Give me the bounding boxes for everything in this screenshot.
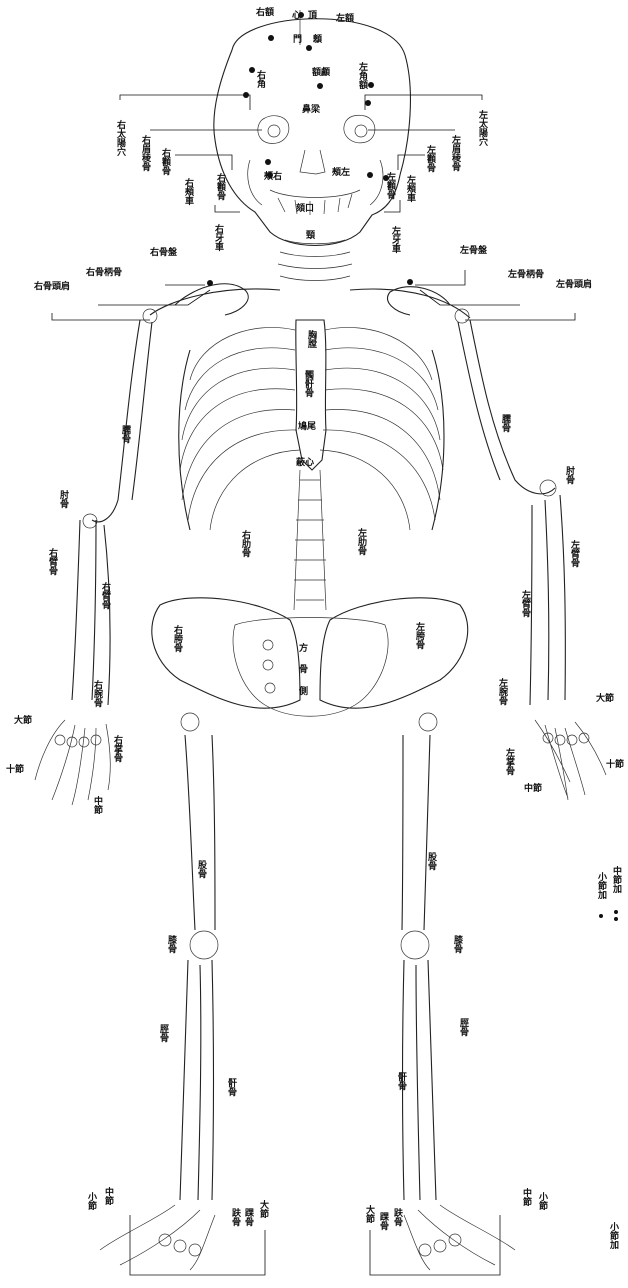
label-zuo-ke-gu: 左胯骨 bbox=[414, 622, 424, 649]
label-zuo-nao: 臑骨 bbox=[500, 414, 510, 432]
label-zuo-zhong-z: 中節 bbox=[521, 1188, 531, 1206]
label-you-da-zu: 大節 bbox=[258, 1200, 268, 1218]
label-bi-xin: 蔽心 bbox=[296, 458, 314, 468]
label-xin-men2: 顖 bbox=[311, 34, 321, 43]
label-you-zhong-z: 中節 bbox=[103, 1187, 113, 1205]
label-gu: 骨 bbox=[297, 664, 307, 673]
label-xi-zuo: 膝骨 bbox=[452, 935, 462, 953]
label-zuo-jiao: 左角額 bbox=[357, 62, 367, 89]
label-you-zhang: 右掌骨 bbox=[112, 735, 122, 762]
label-you-quan2: 右顴骨 bbox=[215, 173, 225, 200]
label-zuo-mei-leng: 左眉稜骨 bbox=[450, 135, 460, 171]
label-jing-you: 脛骨 bbox=[158, 1024, 168, 1042]
label-zuo-quan: 左顴骨 bbox=[425, 145, 435, 172]
label-fang: 方 bbox=[297, 643, 307, 652]
label-you-wan-gu: 踝骨 bbox=[243, 1208, 253, 1226]
label-zuo-da-zu: 大節 bbox=[364, 1205, 374, 1223]
label-xin: 心 bbox=[290, 10, 300, 19]
label-zuo-xiao-z: 小節 bbox=[537, 1192, 547, 1210]
label-zuo-shi: 十節 bbox=[606, 760, 626, 770]
label-you-fu: 趺骨 bbox=[230, 1208, 240, 1226]
label-xiao-jie-jia: 小節加 bbox=[596, 872, 606, 899]
label-you-quan: 右顴骨 bbox=[160, 148, 170, 175]
label-gu-gu-you: 股骨 bbox=[196, 860, 206, 878]
label-e-lu: 額顱 bbox=[312, 68, 330, 78]
label-ding: 頂 bbox=[306, 10, 316, 19]
label-zuo-gu-kou: 左骨盤 bbox=[460, 246, 490, 256]
label-zuo-huai: 踝骨 bbox=[378, 1212, 388, 1230]
label-you-e: 右額 bbox=[256, 8, 274, 18]
label-xiong-tang: 胸膛 bbox=[306, 330, 316, 348]
label-ce: 側 bbox=[297, 686, 307, 695]
label-bi-liang: 鼻梁 bbox=[302, 105, 320, 115]
label-ke: 頦口 bbox=[296, 204, 314, 214]
label-you-zhong: 中節 bbox=[92, 796, 102, 814]
label-zuo-zhong: 中節 bbox=[524, 784, 544, 794]
label-far-xiao: 小節加 bbox=[608, 1222, 618, 1249]
label-xi-you: 膝骨 bbox=[166, 935, 176, 953]
label-you-xiao: 小節 bbox=[86, 1192, 96, 1210]
label-jia-you: 頰右 bbox=[264, 172, 282, 182]
label-jie-gu: 髑骬骨 bbox=[303, 370, 313, 397]
label-you-bi2: 右臂骨 bbox=[100, 582, 110, 609]
label-zuo-da-jie: 大節 bbox=[596, 694, 616, 704]
label-jing: 頸 bbox=[304, 230, 314, 239]
label-you-jia-che: 右頰車 bbox=[183, 178, 193, 205]
label-hang-you: 骭骨 bbox=[226, 1078, 236, 1096]
label-zhong-jie-jia: 中節加 bbox=[611, 866, 621, 893]
label-you-lei: 右肋骨 bbox=[240, 530, 250, 557]
label-gu-gu-zuo: 股骨 bbox=[426, 852, 436, 870]
label-you-bing: 右骨柄骨 bbox=[86, 268, 130, 278]
label-hang-zuo: 骭骨 bbox=[396, 1072, 406, 1090]
label-zuo-tai-yang: 左太陽穴 bbox=[477, 110, 487, 146]
label-you-wan: 右腕骨 bbox=[92, 680, 102, 707]
label-zuo-quan2: 左顴骨 bbox=[385, 172, 395, 199]
label-you-nao: 臑骨 bbox=[120, 425, 130, 443]
label-you-shi: 十節 bbox=[6, 765, 26, 775]
label-you-ya-che: 右牙車 bbox=[213, 224, 223, 251]
label-you-mei-leng: 右眉稜骨 bbox=[140, 135, 150, 171]
label-jing-zuo: 脛骨 bbox=[458, 1018, 468, 1036]
label-zuo-jian: 左骨頭肩 bbox=[556, 280, 602, 290]
label-zuo-zhang: 左掌骨 bbox=[504, 748, 514, 775]
label-you-gu-kou: 右骨盤 bbox=[150, 248, 180, 258]
label-zuo-bi: 左臂骨 bbox=[569, 540, 579, 567]
label-zuo-fu: 趺骨 bbox=[392, 1208, 402, 1226]
label-you-jiao: 右角 bbox=[255, 70, 265, 88]
label-you-da-jie: 大節 bbox=[14, 716, 34, 726]
label-zuo-wan: 左腕骨 bbox=[497, 678, 507, 705]
label-zuo-e: 左額 bbox=[336, 14, 354, 24]
label-you-tai-yang: 右太陽穴 bbox=[115, 120, 125, 156]
label-zuo-bing: 左骨柄骨 bbox=[508, 270, 552, 280]
label-xin-men: 門 bbox=[291, 34, 301, 43]
label-zuo-jia-che: 左頰車 bbox=[405, 175, 415, 202]
label-you-ke-gu: 右胯骨 bbox=[172, 625, 182, 652]
label-zuo-lei: 左肋骨 bbox=[356, 528, 366, 555]
label-zuo-ya-che: 左牙車 bbox=[390, 226, 400, 253]
label-zuo-bi2: 左臂骨 bbox=[520, 590, 530, 617]
label-you-jian: 右骨頭肩 bbox=[34, 282, 80, 292]
label-you-bi: 右臂骨 bbox=[47, 548, 57, 575]
label-jia-zuo: 頰左 bbox=[332, 168, 350, 178]
label-you-zhou: 肘骨 bbox=[58, 490, 68, 508]
label-jiu-wei: 鳩尾 bbox=[298, 422, 316, 432]
label-zuo-zhou: 肘骨 bbox=[564, 466, 574, 484]
